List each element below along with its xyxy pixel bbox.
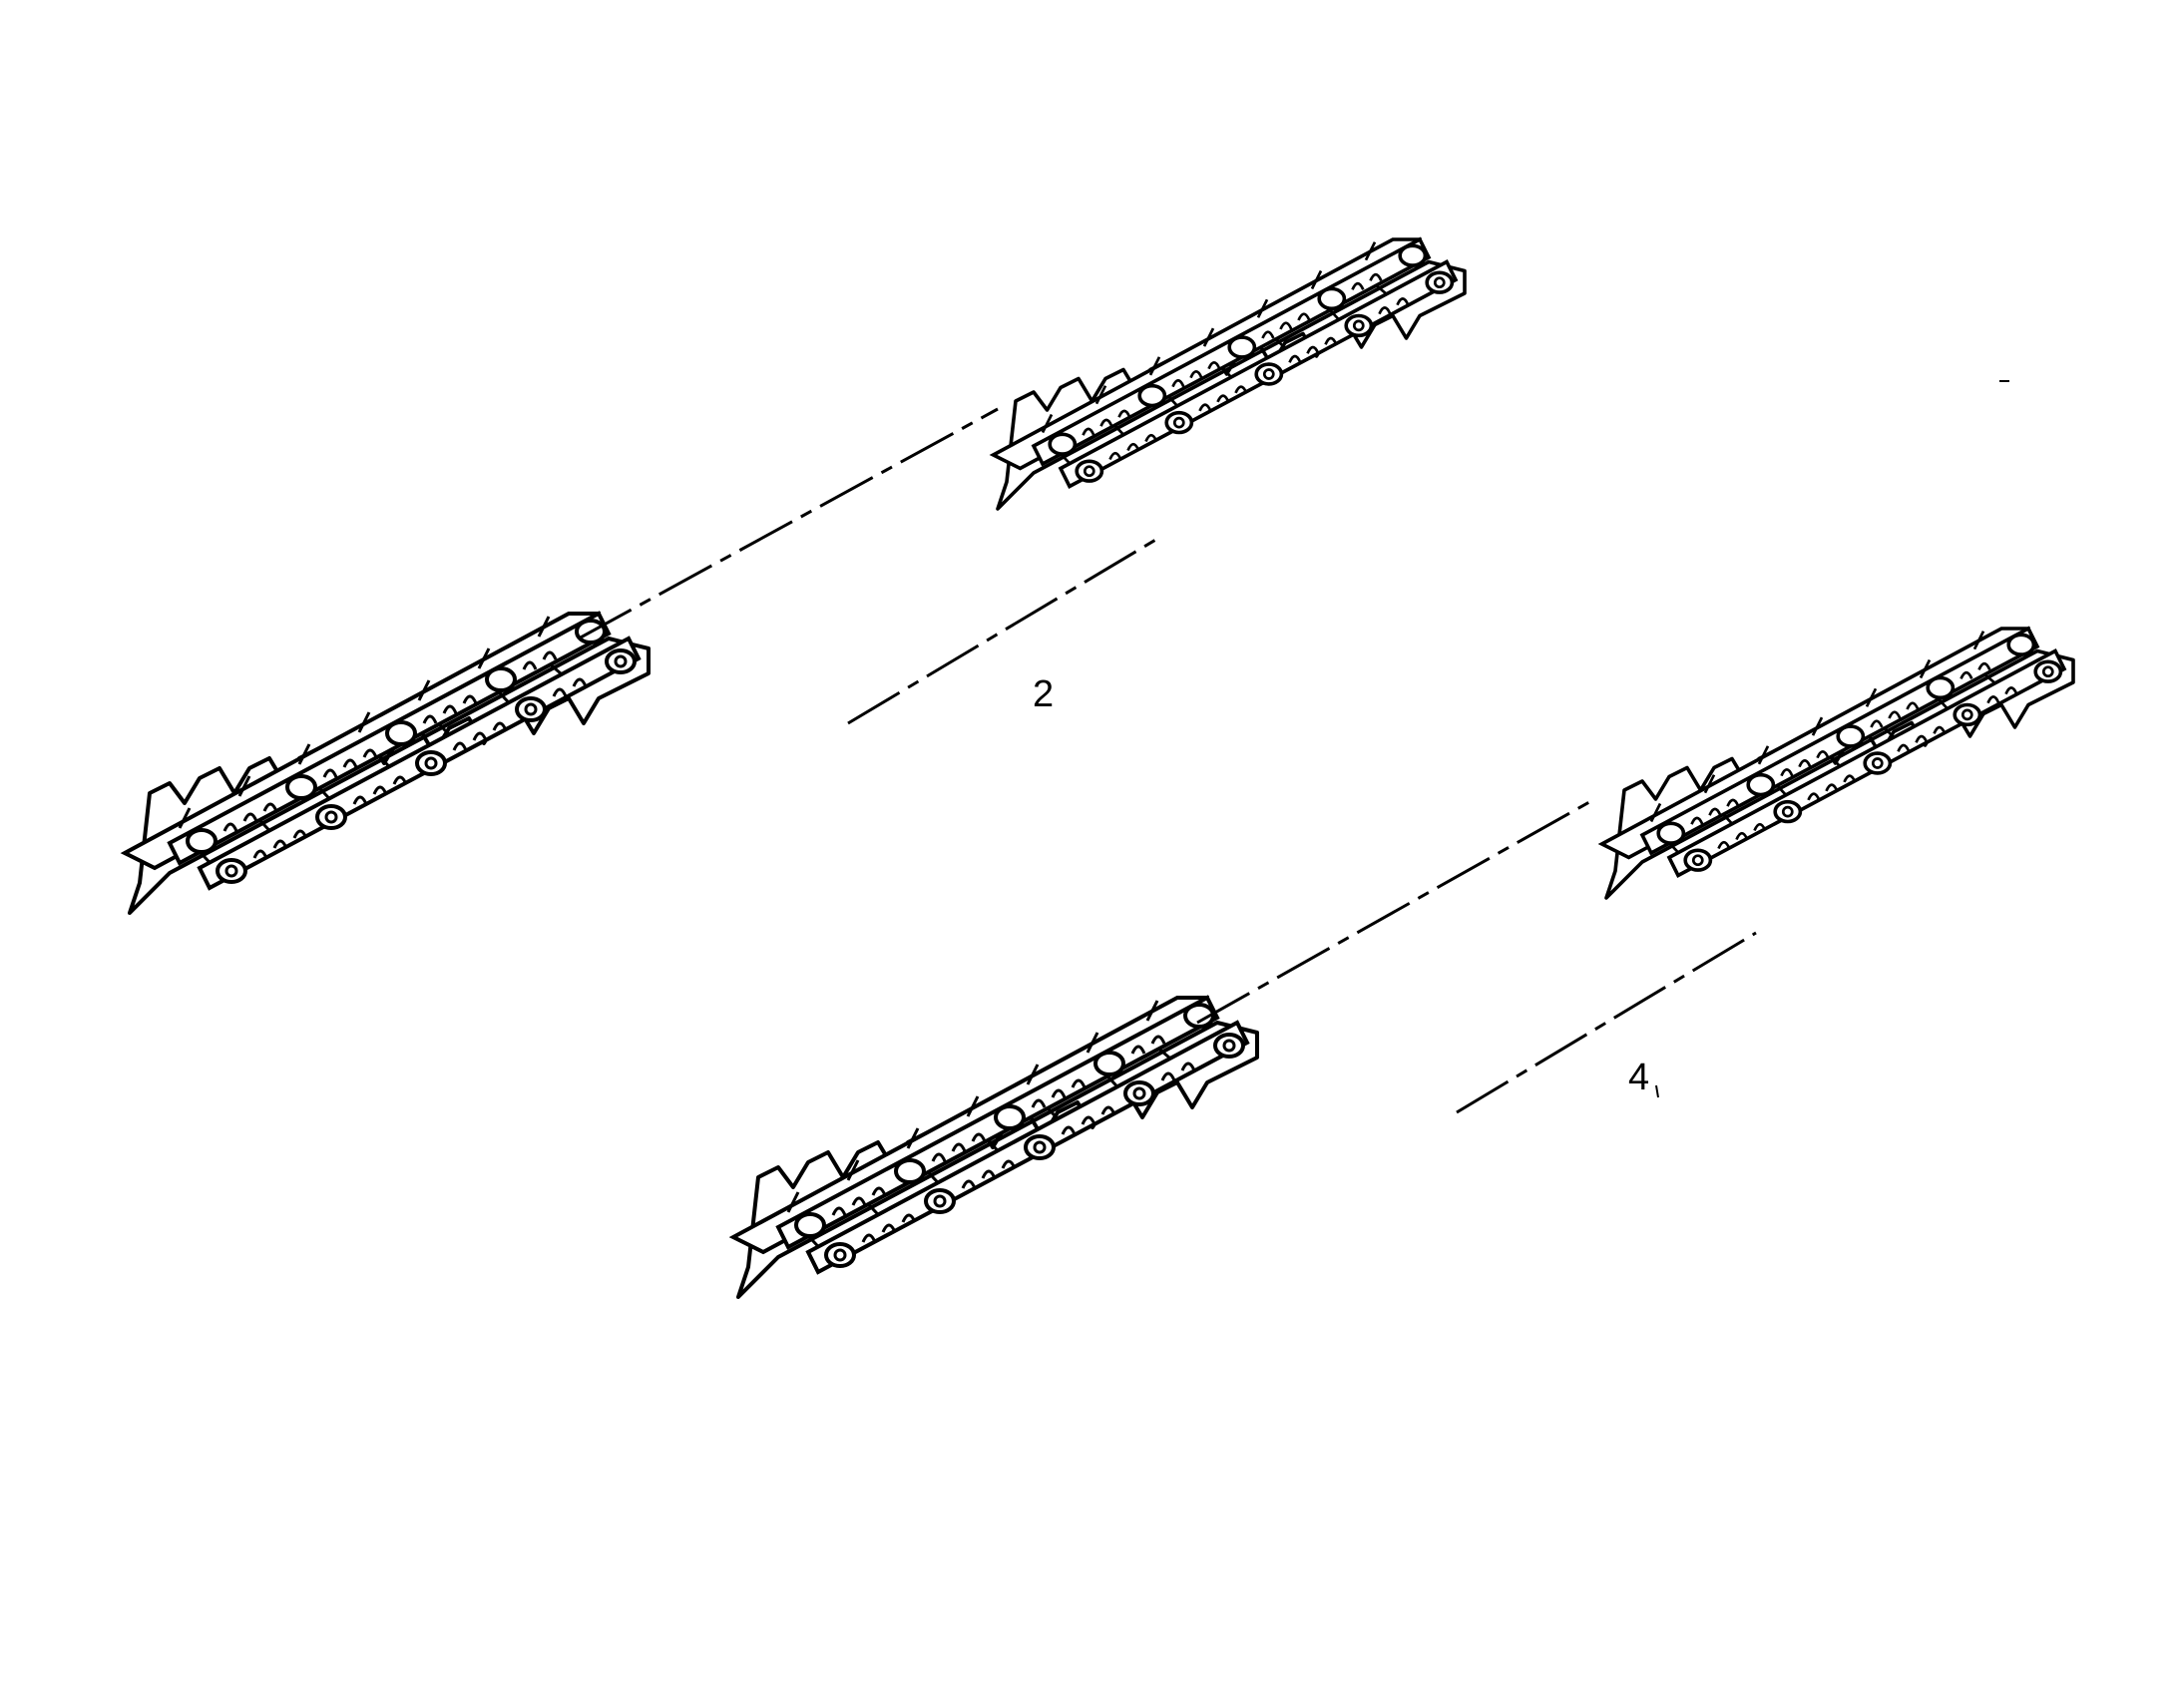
phantom-line-2-lower <box>847 537 1158 725</box>
track-assembly-2 <box>123 237 1467 915</box>
scan-mark <box>1655 1084 1659 1098</box>
track-assembly-4 <box>731 627 2075 1299</box>
track-segment-4-near <box>731 996 1259 1299</box>
callout-label-2: 2 <box>1033 673 1054 715</box>
track-segment-2-far <box>991 237 1467 511</box>
phantom-line-4-lower <box>1456 931 1757 1114</box>
phantom-line-2-upper <box>578 407 999 640</box>
track-segment-4-far <box>1599 627 2075 900</box>
track-segment-2-near <box>123 612 651 915</box>
phantom-line-4-upper <box>1196 796 1597 1025</box>
callout-label-4: 4 <box>1628 1057 1649 1098</box>
